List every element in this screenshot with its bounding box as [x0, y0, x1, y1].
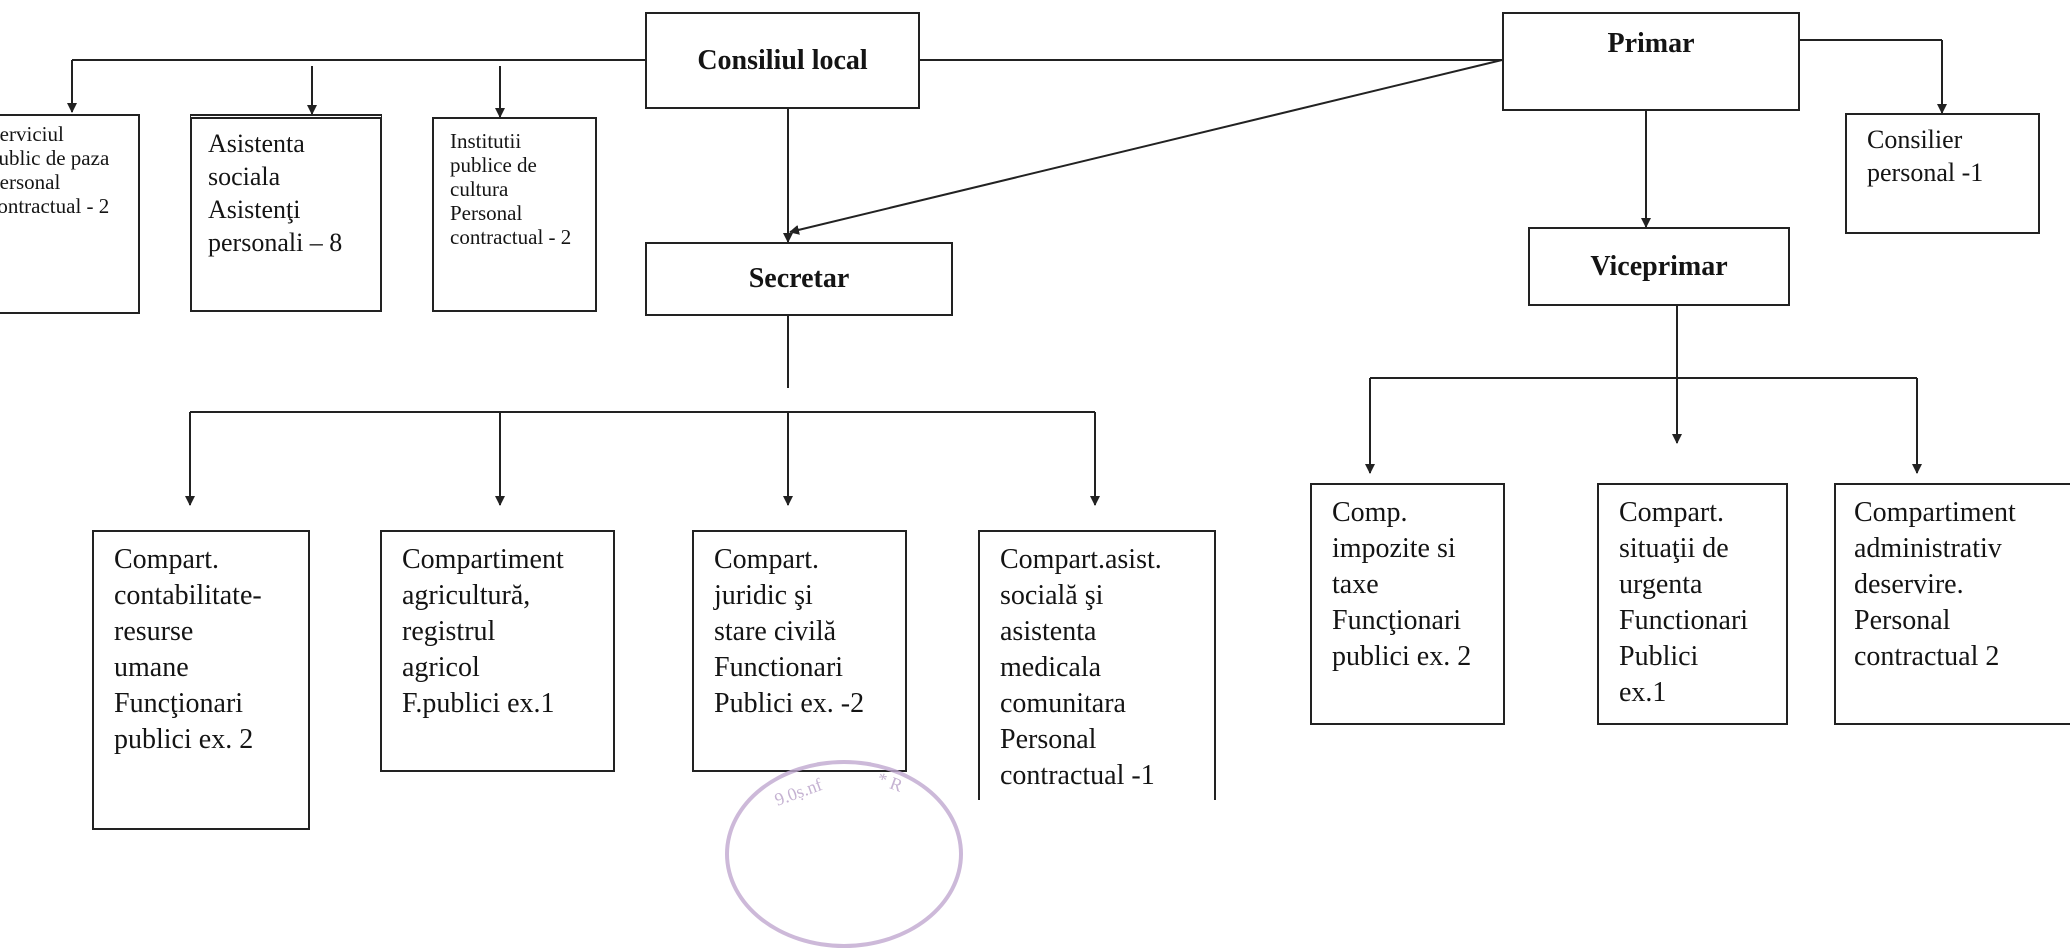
secretary-unit-box: Compartiment agricultură, registrul agri… — [380, 530, 615, 772]
consilier-text: Consilier personal -1 — [1867, 125, 1984, 187]
vice-unit-box: Comp. impozite si taxe Funcţionari publi… — [1310, 483, 1505, 725]
left-unit-box: Asistenta sociala Asistenţi personali – … — [190, 114, 382, 312]
vice-unit-text: Compart. situaţii de urgenta Functionari… — [1619, 497, 1749, 708]
secretary-unit-text: Compartiment agricultură, registrul agri… — [402, 544, 564, 719]
secretary-unit-text: Compart.asist. socială şi asistenta medi… — [1000, 544, 1162, 791]
primar-box: Primar — [1502, 12, 1800, 111]
left-unit-box: Serviciul public de paza Personal contra… — [0, 114, 140, 314]
secretary-unit-box: Compart. contabilitate- resurse umane Fu… — [92, 530, 310, 830]
consiliul-local-box: Consiliul local — [645, 12, 920, 109]
vice-unit-box: Compartiment administrativ deservire. Pe… — [1834, 483, 2070, 725]
left-unit-text: Serviciul public de paza Personal contra… — [0, 122, 110, 218]
secretary-unit-box: Compart. juridic şi stare civilă Functio… — [692, 530, 907, 772]
vice-unit-box: Compart. situaţii de urgenta Functionari… — [1597, 483, 1788, 725]
secretar-label: Secretar — [748, 263, 850, 294]
vice-unit-text: Comp. impozite si taxe Funcţionari publi… — [1332, 497, 1472, 672]
left-unit-text: Institutii publice de cultura Personal c… — [450, 129, 572, 249]
left-unit-box: Institutii publice de cultura Personal c… — [432, 117, 597, 312]
left-unit-text: Asistenta sociala Asistenţi personali – … — [208, 129, 343, 257]
secretary-unit-text: Compart. juridic şi stare civilă Functio… — [714, 544, 865, 719]
secretary-unit-box: Compart.asist. socială şi asistenta medi… — [978, 530, 1216, 800]
secretar-box: Secretar — [645, 242, 953, 316]
primar-label: Primar — [1607, 28, 1695, 59]
secretary-unit-text: Compart. contabilitate- resurse umane Fu… — [114, 544, 262, 755]
consiliul-local-label: Consiliul local — [697, 44, 868, 76]
viceprimar-box: Viceprimar — [1528, 227, 1790, 306]
connector-lines — [67, 39, 1947, 506]
consilier-box: Consilier personal -1 — [1845, 113, 2040, 234]
viceprimar-label: Viceprimar — [1590, 250, 1728, 282]
official-stamp-image: 9.0ṣ.nf * R — [725, 760, 963, 948]
vice-unit-text: Compartiment administrativ deservire. Pe… — [1854, 497, 2016, 672]
